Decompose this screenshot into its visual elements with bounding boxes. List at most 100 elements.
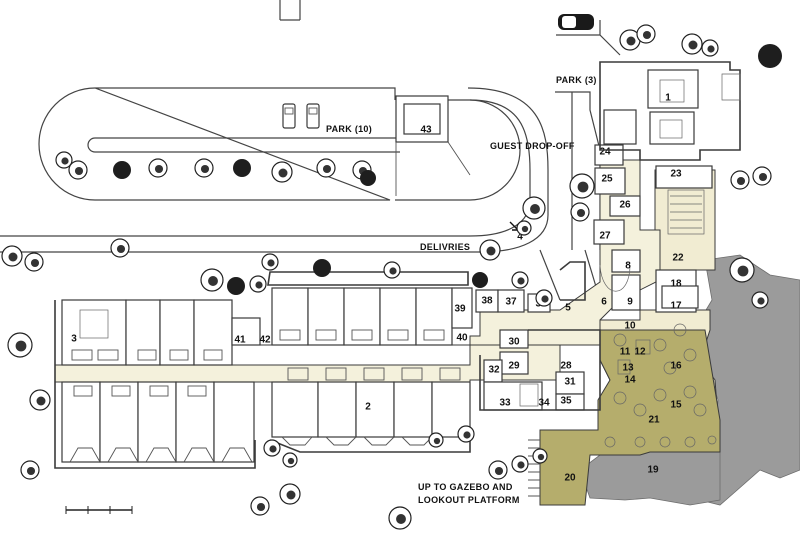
tree bbox=[758, 44, 782, 68]
tree-center bbox=[758, 172, 768, 182]
room-number-4: 4 bbox=[517, 232, 523, 243]
room-number-21: 21 bbox=[648, 415, 660, 426]
room-number-3: 3 bbox=[71, 334, 77, 345]
tree-center bbox=[154, 164, 164, 174]
room-number-24: 24 bbox=[599, 147, 611, 158]
parked-cars bbox=[282, 14, 594, 129]
room-number-32: 32 bbox=[488, 365, 500, 376]
room-number-14: 14 bbox=[624, 375, 636, 386]
west-wing-upper: 3 41 bbox=[61, 299, 261, 366]
tree bbox=[360, 170, 376, 186]
room-number-43: 43 bbox=[420, 125, 432, 136]
room-number-30: 30 bbox=[508, 337, 520, 348]
center-wing-upper: 42 39 40 bbox=[259, 271, 473, 346]
tree-center bbox=[517, 461, 525, 469]
room-number-17: 17 bbox=[670, 301, 682, 312]
tree-center bbox=[256, 502, 266, 512]
room-number-40: 40 bbox=[456, 333, 468, 344]
tree-center bbox=[486, 246, 496, 256]
room-number-2: 2 bbox=[365, 402, 371, 413]
room-number-9: 9 bbox=[627, 297, 633, 308]
tree bbox=[233, 159, 251, 177]
label-park-3: PARK (3) bbox=[556, 75, 597, 85]
room-number-37: 37 bbox=[505, 297, 517, 308]
tree-center bbox=[642, 30, 652, 40]
room-number-33: 33 bbox=[499, 398, 511, 409]
label-guest-dropoff: GUEST DROP-OFF bbox=[490, 141, 575, 151]
tree-center bbox=[267, 259, 275, 267]
label-park-10: PARK (10) bbox=[326, 124, 372, 134]
tree-center bbox=[576, 208, 586, 218]
room-number-1: 1 bbox=[665, 93, 671, 104]
tree-center bbox=[396, 514, 406, 524]
tree-center bbox=[26, 466, 36, 476]
room-number-5: 5 bbox=[565, 303, 571, 314]
tree-center bbox=[521, 225, 529, 233]
tree-center bbox=[200, 164, 210, 174]
room-number-6: 6 bbox=[601, 297, 607, 308]
tree-center bbox=[116, 244, 126, 254]
tree-center bbox=[577, 181, 589, 193]
tree bbox=[313, 259, 331, 277]
tree-center bbox=[389, 267, 397, 275]
room-number-13: 13 bbox=[622, 363, 634, 374]
tree bbox=[472, 272, 488, 288]
tree-center bbox=[278, 168, 288, 178]
tree-center bbox=[463, 431, 471, 439]
room-number-41: 41 bbox=[234, 335, 246, 346]
room-number-35: 35 bbox=[560, 396, 572, 407]
tree-center bbox=[36, 396, 46, 406]
room-number-12: 12 bbox=[634, 347, 646, 358]
tree-center bbox=[688, 40, 698, 50]
room-number-23: 23 bbox=[670, 169, 682, 180]
room-number-25: 25 bbox=[601, 174, 613, 185]
room-number-39: 39 bbox=[454, 304, 466, 315]
west-wing-lower bbox=[54, 300, 256, 469]
lounge-furniture: 10 11 12 13 14 16 15 21 19 20 4 bbox=[509, 221, 707, 484]
room-number-38: 38 bbox=[481, 296, 493, 307]
tree-center bbox=[517, 277, 525, 285]
room-number-20: 20 bbox=[564, 473, 576, 484]
room-number-16: 16 bbox=[670, 361, 682, 372]
tree bbox=[227, 277, 245, 295]
room-number-27: 27 bbox=[599, 231, 611, 242]
room-number-29: 29 bbox=[508, 361, 520, 372]
tree-center bbox=[433, 437, 441, 445]
tree-center bbox=[707, 45, 715, 53]
olive-terrace bbox=[528, 329, 721, 506]
room-number-42: 42 bbox=[259, 335, 271, 346]
label-deliveries: DELIVRIES bbox=[420, 242, 470, 252]
scale-bar bbox=[65, 506, 133, 514]
room-number-34: 34 bbox=[538, 398, 550, 409]
tree-center bbox=[537, 453, 545, 461]
tree-center bbox=[287, 457, 295, 465]
room-number-18: 18 bbox=[670, 279, 682, 290]
room-number-11: 11 bbox=[620, 347, 631, 358]
tree-center bbox=[530, 204, 540, 214]
residence-building: 1 bbox=[599, 61, 741, 161]
room-number-10: 10 bbox=[624, 321, 636, 332]
tree-center bbox=[541, 295, 549, 303]
tree-center bbox=[15, 340, 27, 352]
tree-center bbox=[494, 466, 504, 476]
tree-center bbox=[286, 490, 296, 500]
tree-center bbox=[61, 157, 69, 165]
tree-center bbox=[736, 176, 746, 186]
room-number-19: 19 bbox=[647, 465, 659, 476]
building-43: 43 bbox=[395, 95, 471, 196]
label-gazebo-line1: UP TO GAZEBO AND bbox=[418, 482, 513, 492]
tree bbox=[113, 161, 131, 179]
room-number-15: 15 bbox=[670, 400, 682, 411]
tree-center bbox=[8, 252, 18, 262]
service-block: 38 37 36 30 29 28 32 33 34 31 35 bbox=[475, 289, 601, 411]
label-gazebo-line2: LOOKOUT PLATFORM bbox=[418, 495, 520, 505]
tree-center bbox=[255, 281, 263, 289]
room-number-22: 22 bbox=[672, 253, 684, 264]
tree-center bbox=[269, 445, 277, 453]
trees bbox=[1, 24, 782, 530]
site-labels: PARK (10) PARK (3) GUEST DROP-OFF DELIVR… bbox=[326, 75, 597, 505]
tree-center bbox=[322, 164, 332, 174]
tree-center bbox=[30, 258, 40, 268]
room-number-31: 31 bbox=[564, 377, 576, 388]
